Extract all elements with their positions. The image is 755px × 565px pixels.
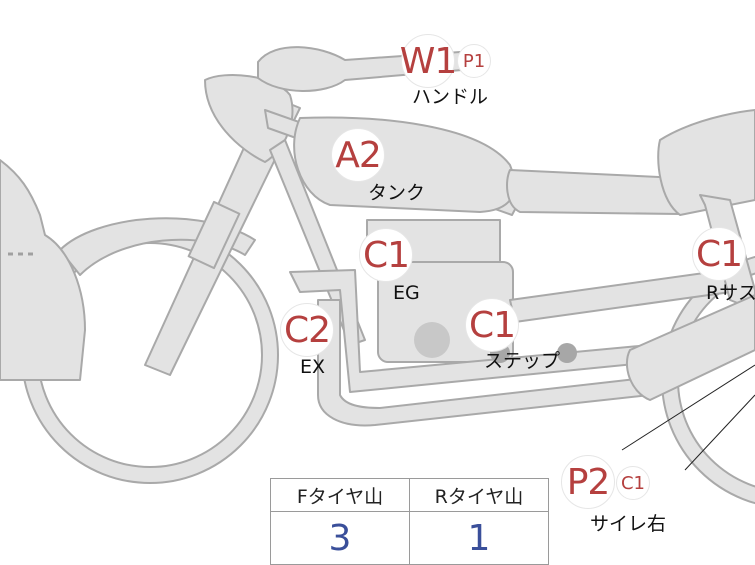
exhaust-code-badge: C2: [280, 303, 334, 357]
table-value-row: 3 1: [270, 511, 549, 565]
rear-suspension-label: Rサス: [706, 282, 755, 304]
engine-label: EG: [393, 282, 420, 304]
tank-code-badge: A2: [331, 128, 385, 182]
headlight: [204, 74, 294, 163]
front-cowl: [0, 159, 86, 381]
side-cover-right-code-badge: P2: [561, 455, 615, 509]
handle-label: ハンドル: [412, 86, 489, 108]
rear-tire-value: 1: [409, 511, 549, 565]
step-peg-right: [557, 343, 577, 363]
muffler: [625, 294, 755, 401]
step-code-badge: C1: [465, 298, 519, 352]
handle-code-badge: W1: [400, 34, 457, 88]
side-cover-right-sub-code-badge: C1: [616, 466, 650, 500]
engine-code-badge: C1: [359, 228, 413, 282]
fork-boot: [187, 200, 241, 270]
table-header-row: Fタイヤ山 Rタイヤ山: [270, 478, 549, 512]
engine-sprocket: [414, 322, 450, 358]
front-tire-header: Fタイヤ山: [270, 478, 410, 512]
leader-line: [621, 364, 755, 451]
tail: [657, 109, 755, 216]
step-label: ステップ: [484, 350, 561, 372]
exhaust-label: EX: [300, 356, 326, 378]
front-tire-value: 3: [270, 511, 410, 565]
handle-sub-code-badge: P1: [457, 44, 491, 78]
tire-tread-table: Fタイヤ山 Rタイヤ山 3 1: [270, 478, 549, 565]
leader-line: [684, 394, 755, 471]
rear-tire-header: Rタイヤ山: [409, 478, 549, 512]
rear-suspension-code-badge: C1: [692, 227, 746, 281]
tank-label: タンク: [368, 182, 426, 204]
side-cover-right-label: サイレ右: [590, 513, 667, 535]
